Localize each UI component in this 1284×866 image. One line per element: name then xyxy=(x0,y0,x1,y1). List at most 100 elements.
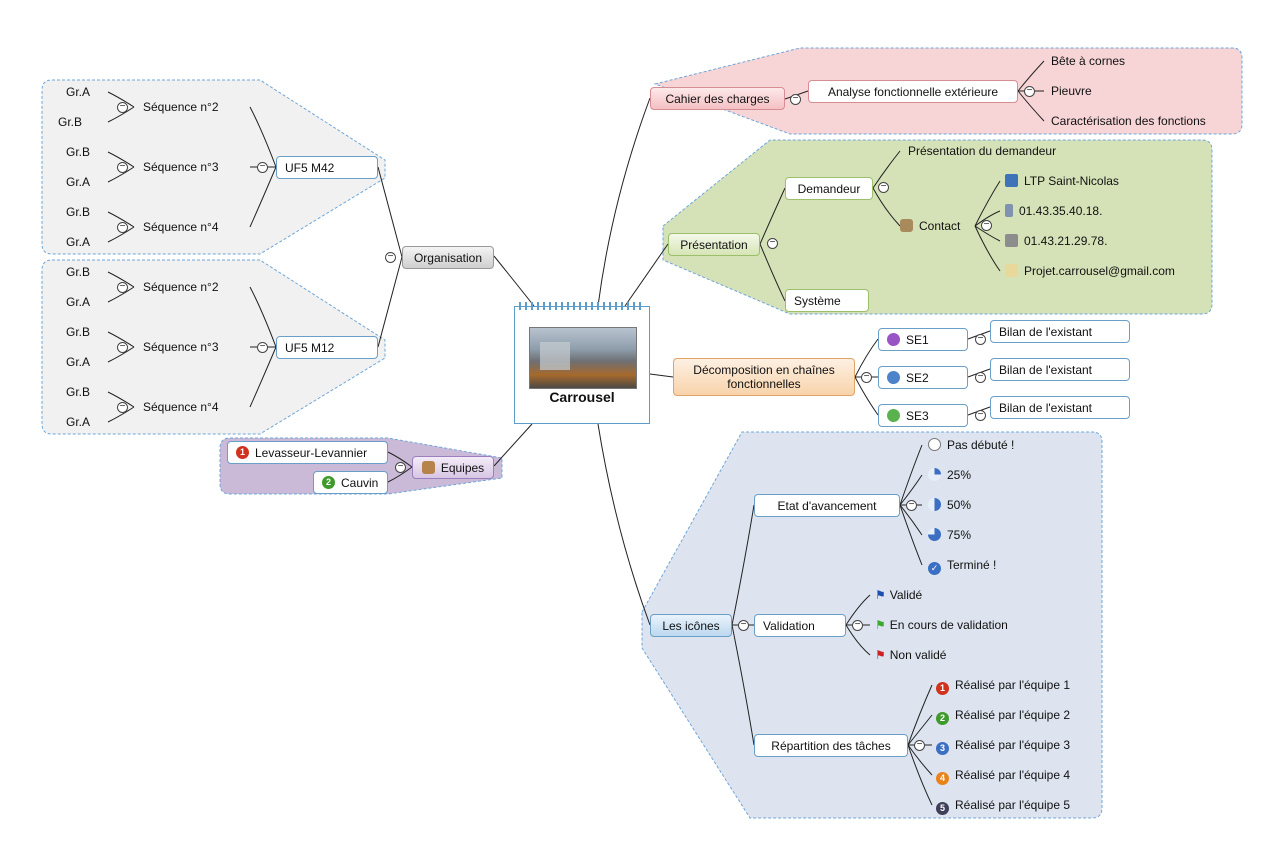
topic-equipes[interactable]: Equipes xyxy=(412,456,494,479)
collapse-toggle[interactable]: − xyxy=(117,162,128,173)
topic-repartition[interactable]: Répartition des tâches xyxy=(754,734,908,757)
topic-progress-done[interactable]: ✓Terminé ! xyxy=(928,557,996,575)
collapse-toggle[interactable]: − xyxy=(257,342,268,353)
topic-systeme[interactable]: Système xyxy=(785,289,869,312)
topic-label: Présentation xyxy=(680,237,748,252)
topic-ltp[interactable]: LTP Saint-Nicolas xyxy=(1005,173,1119,189)
topic-sequence[interactable]: Séquence n°2 xyxy=(143,280,219,294)
mobile-phone-icon xyxy=(1005,204,1013,217)
collapse-toggle[interactable]: − xyxy=(975,410,986,421)
topic-sequence[interactable]: Séquence n°3 xyxy=(143,160,219,174)
topic-email[interactable]: Projet.carrousel@gmail.com xyxy=(1005,263,1175,279)
topic-group[interactable]: Gr.A xyxy=(66,235,91,249)
collapse-toggle[interactable]: − xyxy=(385,252,396,263)
numbered-circle-icon: 4 xyxy=(936,772,949,785)
collapse-toggle[interactable]: − xyxy=(914,740,925,751)
topic-progress-0[interactable]: Pas débuté ! xyxy=(928,437,1014,453)
collapse-toggle[interactable]: − xyxy=(975,372,986,383)
topic-presentation-demandeur[interactable]: Présentation du demandeur xyxy=(908,144,1057,158)
topic-progress-75[interactable]: 75% xyxy=(928,527,971,543)
central-title: Carrousel xyxy=(549,389,615,405)
central-topic[interactable]: Carrousel xyxy=(514,302,650,424)
topic-group[interactable]: Gr.A xyxy=(66,295,91,309)
checkmark-icon: ✓ xyxy=(928,562,941,575)
topic-cahier-des-charges[interactable]: Cahier des charges xyxy=(650,87,785,110)
notebook-spiral xyxy=(519,302,645,310)
boundary-organisation-2 xyxy=(41,259,386,435)
collapse-toggle[interactable]: − xyxy=(852,620,863,631)
topic-group[interactable]: Gr.A xyxy=(66,85,91,99)
topic-group[interactable]: Gr.B xyxy=(66,385,91,399)
topic-uf5-m12[interactable]: UF5 M12 xyxy=(276,336,378,359)
collapse-toggle[interactable]: − xyxy=(861,372,872,383)
topic-group[interactable]: Gr.A xyxy=(66,355,91,369)
topic-progress-25[interactable]: 25% xyxy=(928,467,971,483)
topic-contact[interactable]: Contact xyxy=(900,218,960,234)
topic-bilan-se3[interactable]: Bilan de l'existant xyxy=(990,396,1130,419)
collapse-toggle[interactable]: − xyxy=(767,238,778,249)
topic-label: Les icônes xyxy=(662,618,720,633)
topic-demandeur[interactable]: Demandeur xyxy=(785,177,873,200)
pie-progress-icon xyxy=(928,528,941,541)
topic-group[interactable]: Gr.B xyxy=(66,205,91,219)
topic-sequence[interactable]: Séquence n°3 xyxy=(143,340,219,354)
topic-en-cours[interactable]: ⚑En cours de validation xyxy=(875,618,1008,632)
collapse-toggle[interactable]: − xyxy=(257,162,268,173)
topic-sequence[interactable]: Séquence n°2 xyxy=(143,100,219,114)
collapse-toggle[interactable]: − xyxy=(117,402,128,413)
topic-group[interactable]: Gr.B xyxy=(66,265,91,279)
topic-se3[interactable]: SE3 xyxy=(878,404,968,427)
topic-phone[interactable]: 01.43.35.40.18. xyxy=(1005,203,1102,219)
topic-group[interactable]: Gr.A xyxy=(66,415,91,429)
topic-etat-avancement[interactable]: Etat d'avancement xyxy=(754,494,900,517)
topic-caracterisation[interactable]: Caractérisation des fonctions xyxy=(1051,114,1206,128)
topic-presentation[interactable]: Présentation xyxy=(668,233,760,256)
collapse-toggle[interactable]: − xyxy=(878,182,889,193)
collapse-toggle[interactable]: − xyxy=(117,282,128,293)
topic-bete-a-cornes[interactable]: Bête à cornes xyxy=(1051,54,1126,68)
topic-sequence[interactable]: Séquence n°4 xyxy=(143,400,219,414)
topic-group[interactable]: Gr.B xyxy=(66,325,91,339)
collapse-toggle[interactable]: − xyxy=(790,94,801,105)
topic-decomposition[interactable]: Décomposition en chaînes fonctionnelles xyxy=(673,358,855,396)
topic-bilan-se2[interactable]: Bilan de l'existant xyxy=(990,358,1130,381)
topic-group[interactable]: Gr.A xyxy=(66,175,91,189)
topic-uf5-m42[interactable]: UF5 M42 xyxy=(276,156,378,179)
topic-les-icones[interactable]: Les icônes xyxy=(650,614,732,637)
topic-non-valide[interactable]: ⚑Non validé xyxy=(875,648,947,662)
topic-validation[interactable]: Validation xyxy=(754,614,846,637)
collapse-toggle[interactable]: − xyxy=(395,462,406,473)
fax-icon xyxy=(1005,234,1018,247)
collapse-toggle[interactable]: − xyxy=(117,222,128,233)
topic-group[interactable]: Gr.B xyxy=(58,115,83,129)
collapse-toggle[interactable]: − xyxy=(981,220,992,231)
topic-analyse-fonctionnelle[interactable]: Analyse fonctionnelle extérieure xyxy=(808,80,1018,103)
topic-sequence[interactable]: Séquence n°4 xyxy=(143,220,219,234)
collapse-toggle[interactable]: − xyxy=(117,342,128,353)
topic-organisation[interactable]: Organisation xyxy=(402,246,494,269)
central-image xyxy=(529,327,637,389)
topic-progress-50[interactable]: 50% xyxy=(928,497,971,513)
topic-se1[interactable]: SE1 xyxy=(878,328,968,351)
collapse-toggle[interactable]: − xyxy=(117,102,128,113)
topic-se2[interactable]: SE2 xyxy=(878,366,968,389)
collapse-toggle[interactable]: − xyxy=(975,334,986,345)
collapse-toggle[interactable]: − xyxy=(1024,86,1035,97)
topic-group[interactable]: Gr.B xyxy=(66,145,91,159)
topic-valide[interactable]: ⚑Validé xyxy=(875,588,923,602)
flag-icon: ⚑ xyxy=(875,588,886,602)
numbered-circle-icon: 1 xyxy=(936,682,949,695)
collapse-toggle[interactable]: − xyxy=(906,500,917,511)
topic-bilan-se1[interactable]: Bilan de l'existant xyxy=(990,320,1130,343)
topic-pieuvre[interactable]: Pieuvre xyxy=(1051,84,1092,98)
collapse-toggle[interactable]: − xyxy=(738,620,749,631)
topic-fax[interactable]: 01.43.21.29.78. xyxy=(1005,233,1107,249)
